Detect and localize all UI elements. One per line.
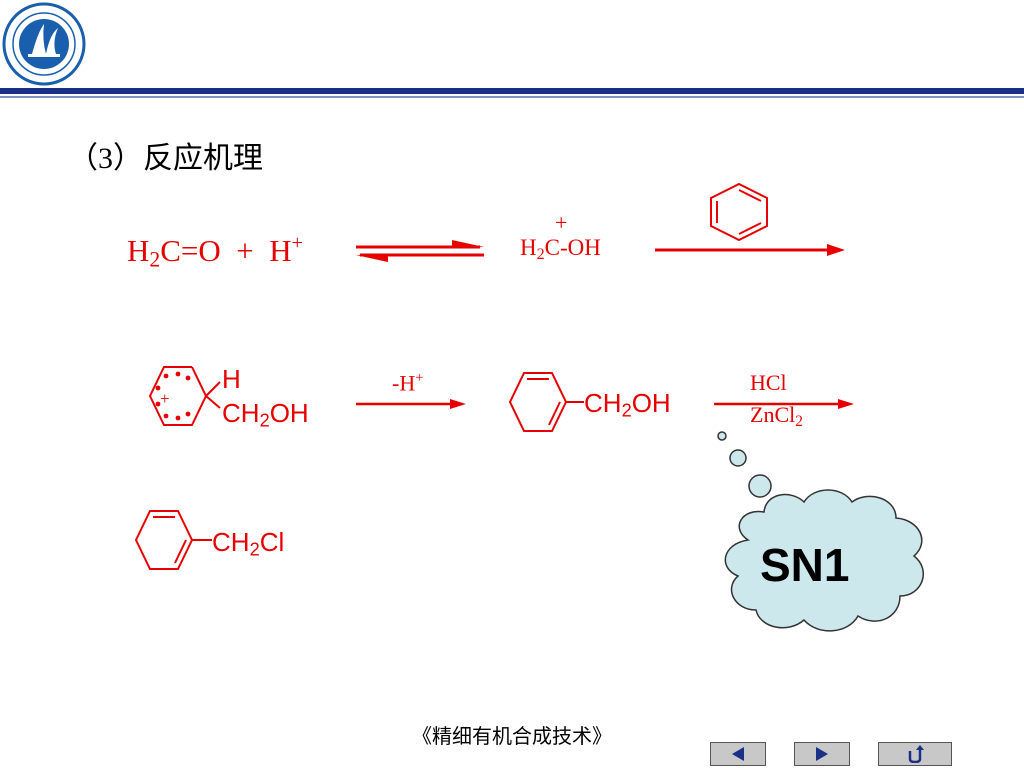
benzyl-chloride-substituent: CH2Cl <box>212 527 285 560</box>
return-button[interactable] <box>878 742 952 766</box>
sigma-complex-h-label: H <box>222 364 241 394</box>
benzene-ring-icon <box>710 182 768 242</box>
benzyl-alcohol-substituent: CH2OH <box>584 388 671 421</box>
reaction-arrow-1 <box>655 244 845 256</box>
sigma-complex-ring-icon <box>148 366 221 426</box>
ring-charge: + <box>160 389 170 408</box>
next-slide-icon <box>816 747 828 761</box>
footer-title: 《精细有机合成技术》 <box>412 726 612 748</box>
reagent-hcl: HCl <box>750 370 787 395</box>
page-title: （3）反应机理 <box>68 142 263 175</box>
benzene-ring-icon <box>134 510 212 570</box>
formaldehyde-formula: H2C=O <box>127 233 221 272</box>
previous-slide-icon <box>732 747 744 761</box>
reaction-arrow-3 <box>714 399 854 409</box>
reaction1-reactants: H2C=O + H+ <box>127 232 303 273</box>
protonated-formaldehyde-formula: H2C-OH <box>520 235 601 264</box>
next-slide-button[interactable] <box>794 742 850 766</box>
previous-slide-button[interactable] <box>710 742 766 766</box>
equilibrium-arrows-icon <box>356 240 484 262</box>
thought-cloud-icon <box>717 431 925 632</box>
return-icon <box>908 745 924 763</box>
proton-formula: H+ <box>269 232 304 269</box>
reagent-zncl2: ZnCl2 <box>750 402 803 430</box>
sigma-complex-substituent: CH2OH <box>222 398 309 431</box>
header-rule-thin <box>0 96 1024 98</box>
sn1-label: SN1 <box>760 539 850 591</box>
school-seal-icon <box>2 2 86 86</box>
benzene-ring-icon <box>508 372 584 432</box>
header-rule <box>0 88 1024 94</box>
plus-sign: + <box>236 233 254 269</box>
deprotonation-label: -H+ <box>392 370 424 396</box>
reaction-arrow-2 <box>356 399 466 409</box>
carbocation-charge: + <box>555 210 568 235</box>
